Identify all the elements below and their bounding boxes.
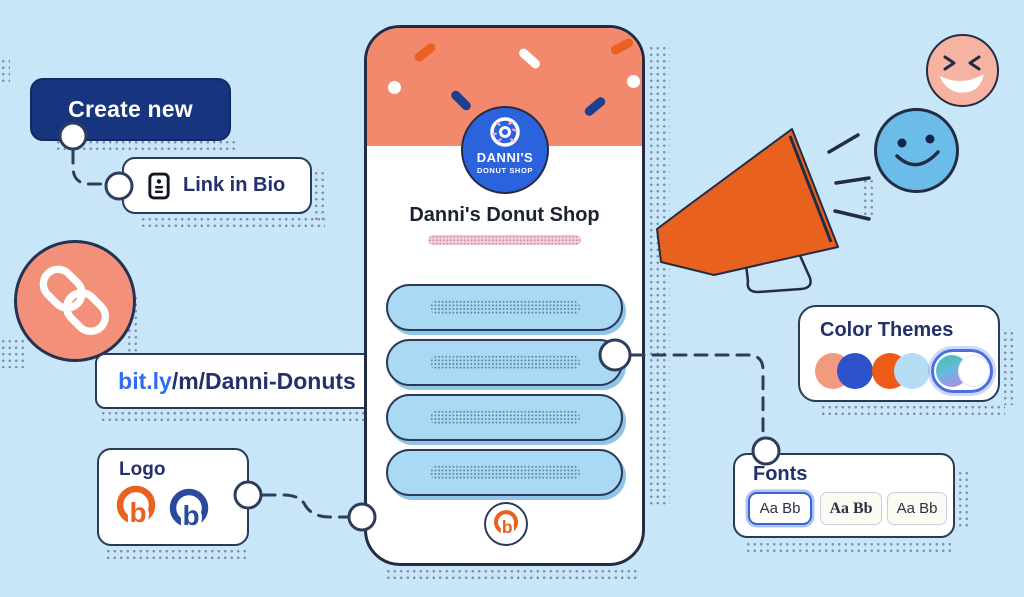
color-themes-panel: Color Themes: [798, 305, 1000, 402]
bio-page-icon: [148, 172, 170, 199]
halftone-shadow: [648, 45, 670, 505]
megaphone-handle: [742, 240, 812, 294]
short-url-chip[interactable]: bit.ly/m/Danni-Donuts: [95, 353, 379, 409]
profile-bio-scribble: [428, 235, 581, 245]
link-placeholder-scribble: [429, 300, 580, 315]
swatch-circle: [958, 355, 990, 387]
logo-panel-title: Logo: [119, 459, 166, 480]
halftone-shadow: [745, 541, 955, 553]
font-option-sans[interactable]: Aa Bb: [887, 492, 947, 525]
sprinkle: [449, 88, 473, 113]
fonts-panel: Fonts Aa Bb Aa Bb Aa Bb: [733, 453, 955, 538]
font-option-sans-selected[interactable]: Aa Bb: [748, 492, 812, 525]
halftone-shadow: [313, 170, 326, 220]
link-in-bio-chip[interactable]: Link in Bio: [122, 157, 312, 214]
brand-badge: DANNI'S DONUT SHOP: [461, 106, 549, 194]
laughing-face-icon: [926, 34, 999, 107]
halftone-shadow: [140, 216, 325, 229]
color-themes-title: Color Themes: [820, 319, 954, 341]
bitly-logo-navy[interactable]: b: [165, 487, 213, 540]
link-placeholder-scribble: [429, 355, 580, 370]
phone-preview: DANNI'S DONUT SHOP Danni's Donut Shop b: [364, 25, 645, 566]
link-placeholder-scribble: [429, 410, 580, 425]
bitly-b-glyph: b: [182, 500, 199, 531]
halftone-shadow: [100, 410, 375, 423]
font-option-label: Aa Bb: [829, 499, 873, 517]
donut-icon: [490, 117, 520, 147]
link-chain-badge: [14, 240, 136, 362]
link-placeholder-scribble: [429, 465, 580, 480]
halftone-shadow: [0, 58, 10, 84]
sprinkle: [609, 36, 635, 57]
create-new-label: Create new: [68, 96, 193, 122]
swatch-circle: [837, 353, 873, 389]
brand-badge-line2: DONUT SHOP: [476, 166, 533, 175]
link-button[interactable]: [386, 449, 623, 496]
bitly-logo-orange[interactable]: b: [112, 484, 160, 537]
brand-badge-line1: DANNI'S: [476, 150, 534, 165]
halftone-shadow: [0, 338, 24, 368]
connector-create-to-bio: [71, 149, 106, 186]
url-path: /m/Danni-Donuts: [171, 367, 356, 394]
url-domain: bit.ly: [118, 367, 172, 394]
sprinkle-dot: [388, 81, 401, 94]
color-swatch-orange-sky[interactable]: [872, 351, 932, 391]
fonts-panel-title: Fonts: [753, 463, 808, 485]
font-option-serif-bold[interactable]: Aa Bb: [820, 492, 882, 525]
profile-name: Danni's Donut Shop: [409, 204, 600, 226]
megaphone-mouth-line: [788, 135, 833, 243]
logo-panel: Logo b b: [97, 448, 249, 546]
connector-logo-to-phone: [261, 493, 349, 519]
link-in-bio-label: Link in Bio: [183, 174, 286, 196]
megaphone-cone: [656, 128, 839, 276]
halftone-shadow: [957, 470, 971, 530]
link-button[interactable]: [386, 339, 623, 386]
link-button[interactable]: [386, 284, 623, 331]
color-swatch-gradient-white-selected[interactable]: [931, 349, 993, 393]
bitly-b-glyph: b: [502, 517, 513, 537]
sprinkle: [582, 95, 608, 118]
link-chain-icon: [39, 265, 110, 336]
create-new-button[interactable]: Create new: [30, 78, 231, 141]
smiling-face-icon: [874, 108, 959, 193]
link-button[interactable]: [386, 394, 623, 441]
sprinkle-dot: [627, 75, 640, 88]
halftone-shadow: [385, 568, 637, 582]
font-option-label: Aa Bb: [896, 500, 938, 517]
sprinkle: [517, 46, 542, 71]
halftone-shadow: [820, 404, 1005, 416]
bitly-b-glyph: b: [129, 497, 146, 528]
halftone-shadow: [1002, 330, 1016, 405]
swatch-circle: [894, 353, 930, 389]
sprinkle: [412, 41, 438, 64]
color-swatch-salmon-royal[interactable]: [815, 351, 875, 391]
halftone-shadow: [105, 548, 250, 561]
halftone-shadow: [55, 139, 235, 152]
halftone-shadow: [862, 178, 876, 218]
font-option-label: Aa Bb: [759, 500, 801, 517]
bitly-footer-logo: b: [484, 502, 528, 546]
